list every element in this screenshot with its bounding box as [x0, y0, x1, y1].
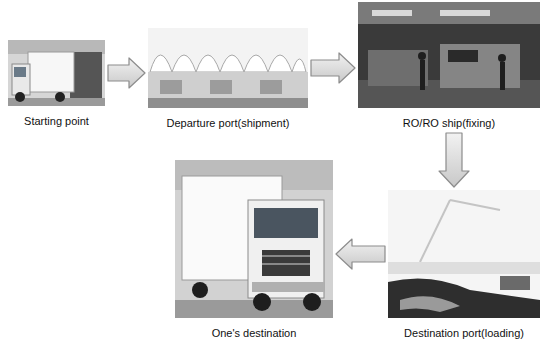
- block-arrow: [336, 239, 385, 269]
- roro-ship-photo: [358, 2, 540, 108]
- truck-photo: [8, 40, 105, 106]
- photo-step: Departure port(shipment): [148, 28, 308, 130]
- step-caption: RO/RO ship(fixing): [401, 116, 497, 130]
- photo-step: One's destination: [175, 160, 333, 340]
- photo-step: Destination port(loading): [388, 190, 540, 340]
- truck-photo: [175, 160, 333, 318]
- block-arrow: [108, 58, 145, 88]
- step-caption: Starting point: [22, 114, 91, 128]
- destination-port-photo: [388, 190, 540, 318]
- block-arrow: [311, 53, 355, 83]
- port-photo: [148, 28, 308, 108]
- step-caption: Departure port(shipment): [165, 116, 292, 130]
- photo-step: RO/RO ship(fixing): [358, 2, 540, 130]
- photo-step: Starting point: [8, 40, 105, 128]
- step-caption: One's destination: [210, 326, 299, 340]
- step-caption: Destination port(loading): [402, 326, 526, 340]
- block-arrow: [439, 133, 469, 187]
